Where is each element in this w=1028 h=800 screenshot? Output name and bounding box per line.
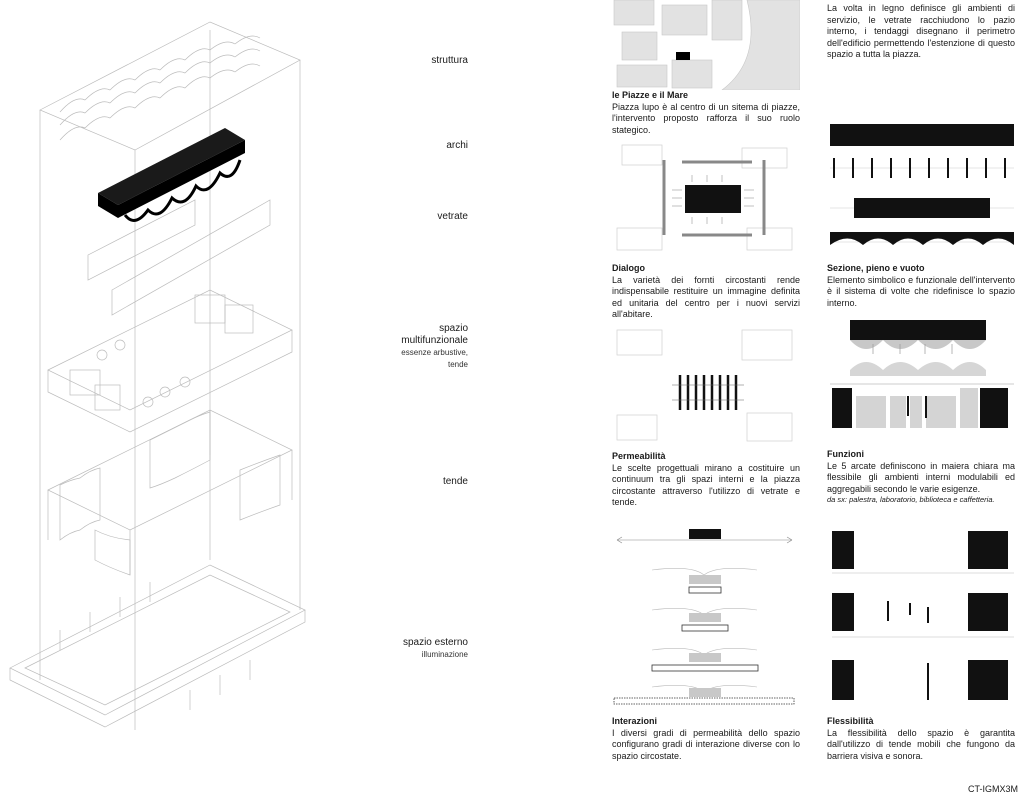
block-dialogo: Dialogo La varietà dei fornti circostant…: [612, 263, 800, 321]
label-esterno-sub: illuminazione: [421, 650, 468, 659]
piazze-map: [613, 0, 800, 90]
permeabilita-text: Le scelte progettuali mirano a costituir…: [612, 462, 800, 508]
intro-text: La volta in legno definisce gli ambienti…: [827, 3, 1015, 59]
dialogo-plan: [616, 144, 793, 251]
sezione-diagrams: [830, 124, 1014, 245]
block-piazze: le Piazze e il Mare Piazza lupo è al cen…: [612, 90, 800, 136]
permeabilita-plan: [616, 329, 793, 442]
permeabilita-title: Permeabilità: [612, 451, 666, 461]
label-struttura: struttura: [431, 55, 468, 66]
footer-code: CT-IGMX3M: [967, 784, 1018, 794]
dialogo-title: Dialogo: [612, 263, 645, 273]
piazze-title: le Piazze e il Mare: [612, 90, 689, 100]
exploded-axonometric-drawing: [9, 21, 306, 730]
interazioni-sections: [613, 529, 795, 705]
block-permeabilita: Permeabilità Le scelte progettuali miran…: [612, 451, 800, 509]
piazze-text: Piazza lupo è al centro di un sitema di …: [612, 101, 800, 135]
interazioni-title: Interazioni: [612, 716, 658, 726]
label-spazio-sub1: essenze arbustive,: [401, 348, 468, 357]
label-archi: archi: [446, 140, 468, 151]
sezione-text: Elemento simbolico e funzionale dell'int…: [827, 274, 1015, 308]
block-funzioni: Funzioni Le 5 arcate definiscono in maie…: [827, 449, 1015, 505]
label-esterno-main: spazio esterno: [402, 637, 468, 648]
arches-black-block: [98, 128, 245, 222]
funzioni-note: da sx: palestra, laboratorio, biblioteca…: [827, 495, 995, 504]
sezione-title: Sezione, pieno e vuoto: [827, 263, 925, 273]
funzioni-title: Funzioni: [827, 449, 864, 459]
label-spazio-multifunzionale: spazio multifunzionale essenze arbustive…: [328, 323, 468, 371]
interazioni-text: I diversi gradi di permeabilità dello sp…: [612, 727, 800, 761]
flessibilita-diagram: [832, 531, 1014, 700]
flessibilita-text: La flessibilità dello spazio è garantita…: [827, 727, 1015, 761]
dialogo-text: La varietà dei fornti circostanti rende …: [612, 274, 800, 320]
label-spazio-sub2: tende: [447, 360, 468, 369]
label-spazio-line1: spazio: [439, 323, 468, 334]
block-sezione: Sezione, pieno e vuoto Elemento simbolic…: [827, 263, 1015, 309]
block-flessibilita: Flessibilità La flessibilità dello spazi…: [827, 716, 1015, 762]
label-vetrate: vetrate: [437, 211, 468, 222]
funzioni-text: Le 5 arcate definiscono in maiera chiara…: [827, 460, 1015, 494]
block-interazioni: Interazioni I diversi gradi di permeabil…: [612, 716, 800, 762]
flessibilita-title: Flessibilità: [827, 716, 874, 726]
funzioni-diagram: [830, 320, 1014, 428]
label-spazio-esterno: spazio esterno illuminazione: [328, 637, 468, 661]
label-spazio-line2: multifunzionale: [401, 335, 468, 346]
label-tende: tende: [442, 476, 468, 487]
